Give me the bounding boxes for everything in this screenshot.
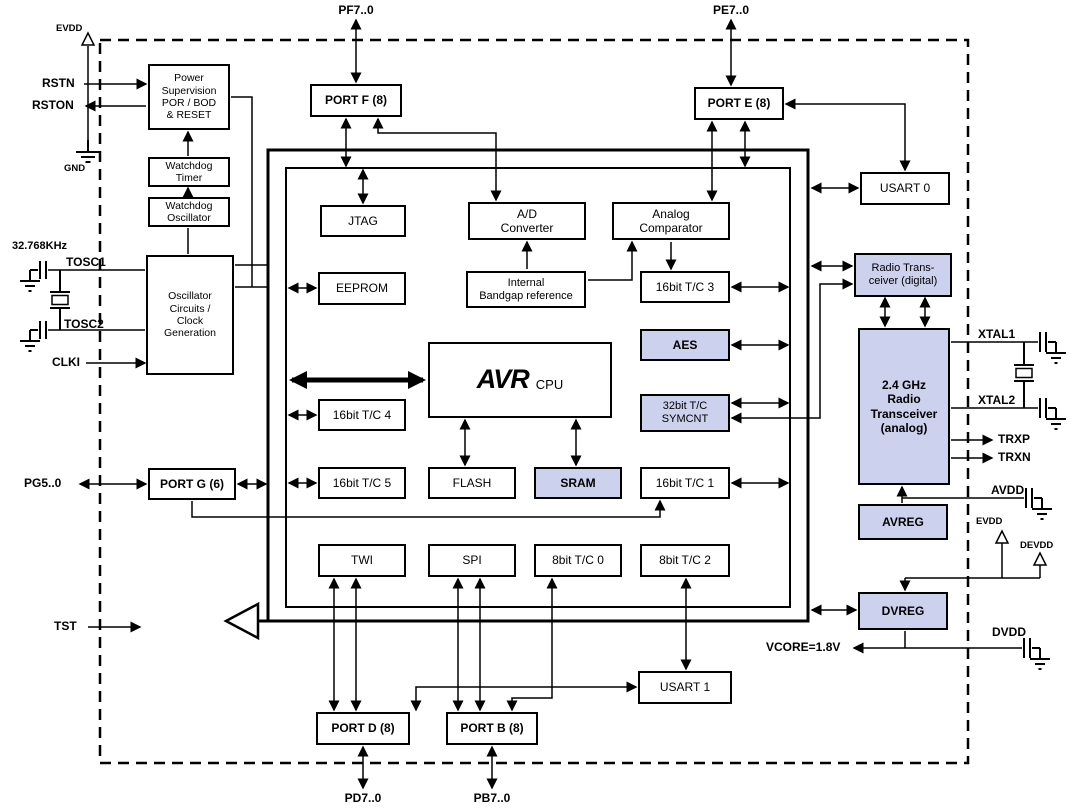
block-symcnt: 32bit T/C SYMCNT xyxy=(640,394,730,432)
block-eeprom: EEPROM xyxy=(318,272,406,305)
wire-bandgap-comparator xyxy=(588,240,638,281)
block-radio-digital: Radio Trans- ceiver (digital) xyxy=(854,253,952,297)
xtal2-ground-icon xyxy=(1046,408,1066,430)
block-jtag: JTAG xyxy=(320,205,406,237)
cpu-label: CPU xyxy=(535,376,564,392)
wire-porte-usart0 xyxy=(784,98,911,172)
block-port-b: PORT B (8) xyxy=(446,712,538,745)
pin-label-evdd-top: EVDD xyxy=(56,23,83,34)
block-tc2: 8bit T/C 2 xyxy=(640,544,730,577)
block-port-d: PORT D (8) xyxy=(316,712,410,745)
pin-label-tosc2: TOSC2 xyxy=(64,317,104,331)
label-32khz: 32.768KHz xyxy=(12,240,68,252)
block-flash: FLASH xyxy=(428,467,516,499)
block-tc5: 16bit T/C 5 xyxy=(318,467,406,499)
pin-label-pg: PG5..0 xyxy=(24,476,62,490)
block-tc0: 8bit T/C 0 xyxy=(534,544,622,577)
evdd-top-supply-icon xyxy=(80,31,96,46)
wire-power-core xyxy=(231,96,253,287)
block-cpu: AVR CPU xyxy=(428,342,612,418)
block-analog-comparator: Analog Comparator xyxy=(612,202,730,240)
pin-label-pd: PD7..0 xyxy=(344,791,382,805)
block-tc4: 16bit T/C 4 xyxy=(318,399,406,431)
block-watchdog-oscillator: Watchdog Oscillator xyxy=(148,197,230,227)
block-spi: SPI xyxy=(428,544,516,577)
wire-portf-adc xyxy=(372,117,502,202)
gnd-top-ground-icon xyxy=(76,140,100,163)
pin-label-pf: PF7..0 xyxy=(338,3,374,17)
pin-label-trxp: TRXP xyxy=(998,432,1031,446)
tosc2-ground-icon xyxy=(20,330,40,352)
pin-label-clki: CLKI xyxy=(52,355,80,369)
wire-usart1-portd xyxy=(410,681,638,712)
block-avreg: AVREG xyxy=(858,504,948,540)
pin-label-gnd: GND xyxy=(64,163,86,174)
block-port-g: PORT G (6) xyxy=(148,468,236,500)
xtal2-cap-icon xyxy=(1039,398,1056,418)
block-oscillator: Oscillator Circuits / Clock Generation xyxy=(146,255,234,375)
block-watchdog-timer: Watchdog Timer xyxy=(148,157,230,187)
pin-label-evdd-right: EVDD xyxy=(976,516,1003,527)
avdd-ground-icon xyxy=(1032,498,1052,520)
pin-label-devdd: DEVDD xyxy=(1020,540,1054,551)
block-power-supervision: Power Supervision POR / BOD & RESET xyxy=(148,64,230,130)
tosc1-ground-icon xyxy=(20,270,40,292)
block-port-e: PORT E (8) xyxy=(694,87,784,120)
block-aes: AES xyxy=(640,329,730,361)
pin-label-rstn: RSTN xyxy=(42,76,75,90)
block-tc3: 16bit T/C 3 xyxy=(640,271,730,303)
pin-label-pe: PE7..0 xyxy=(712,3,750,17)
rf-crystal-icon xyxy=(1014,342,1034,408)
block-adc: A/D Converter xyxy=(468,202,586,240)
xtal1-ground-icon xyxy=(1046,342,1066,364)
wire-tc0-portb xyxy=(506,577,558,712)
tosc1-cap-icon xyxy=(30,261,47,279)
dvdd-cap-icon xyxy=(1023,638,1040,658)
block-tc1: 16bit T/C 1 xyxy=(640,467,730,499)
avdd-cap-icon xyxy=(1025,488,1042,508)
devdd-supply-icon xyxy=(1032,551,1048,566)
pin-label-xtal1: XTAL1 xyxy=(978,327,1016,341)
tosc2-cap-icon xyxy=(30,321,47,339)
dvdd-ground-icon xyxy=(1030,648,1050,670)
pin-label-tst: TST xyxy=(54,619,77,633)
avr-logo: AVR xyxy=(476,364,530,395)
pin-label-pb: PB7..0 xyxy=(473,791,511,805)
block-dvreg: DVREG xyxy=(858,592,948,630)
block-radio-analog: 2.4 GHz Radio Transceiver (analog) xyxy=(858,328,950,485)
pin-label-dvdd: DVDD xyxy=(992,625,1027,639)
pin-label-avdd: AVDD xyxy=(991,483,1025,497)
pin-label-tosc1: TOSC1 xyxy=(66,255,106,269)
block-port-f: PORT F (8) xyxy=(310,84,402,117)
block-twi: TWI xyxy=(318,544,406,577)
xtal1-cap-icon xyxy=(1039,332,1056,352)
pin-label-xtal2: XTAL2 xyxy=(978,393,1016,407)
block-usart1: USART 1 xyxy=(638,671,732,704)
block-usart0: USART 0 xyxy=(860,172,950,205)
label-vcore: VCORE=1.8V xyxy=(766,640,841,654)
bus-arrow-icon xyxy=(223,601,260,641)
pin-label-rston: RSTON xyxy=(32,98,74,112)
wire-portg-tc1 xyxy=(191,499,666,518)
block-sram: SRAM xyxy=(534,467,622,499)
pin-label-trxn: TRXN xyxy=(998,450,1031,464)
block-bandgap: Internal Bandgap reference xyxy=(466,271,586,308)
evdd-right-supply-icon xyxy=(994,529,1010,544)
wire-symcnt-radiodigital xyxy=(730,278,854,424)
